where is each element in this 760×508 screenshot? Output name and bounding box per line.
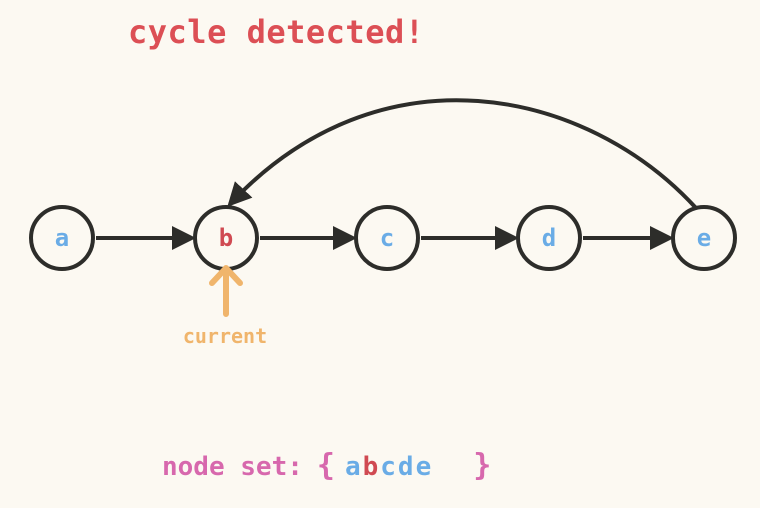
node-c: c — [354, 205, 420, 271]
node-e-circle — [671, 205, 737, 271]
node-a-circle — [29, 205, 95, 271]
node-set-items: abcde — [345, 452, 433, 482]
node-e: e — [671, 205, 737, 271]
node-b-label: b — [219, 224, 233, 252]
node-set-item: c — [380, 452, 396, 482]
node-set-item: a — [344, 452, 361, 482]
node-e-label: e — [697, 224, 711, 252]
current-pointer-arrow-icon — [209, 265, 243, 317]
node-set: node set: { abcde } — [162, 448, 491, 483]
edges — [96, 98, 698, 250]
node-a: a — [29, 205, 95, 271]
current-pointer-label: current — [183, 324, 267, 348]
edge-e-b — [227, 98, 698, 210]
node-set-prefix: node set: — [162, 452, 303, 482]
node-set-close-brace: } — [473, 448, 492, 483]
cycle-detected-headline: cycle detected! — [128, 13, 425, 51]
node-c-label: c — [380, 224, 394, 252]
node-set-item: b — [362, 452, 379, 482]
node-b: b — [193, 205, 259, 271]
node-set-item: e — [415, 452, 432, 482]
node-a-label: a — [55, 224, 69, 252]
node-d: d — [516, 205, 582, 271]
node-d-circle — [516, 205, 582, 271]
nodes: a b c d e — [29, 205, 737, 271]
current-pointer: current — [183, 265, 267, 348]
node-set-open-brace: { — [316, 448, 335, 483]
node-set-item: d — [397, 452, 414, 482]
node-d-label: d — [542, 224, 556, 252]
node-c-circle — [354, 205, 420, 271]
